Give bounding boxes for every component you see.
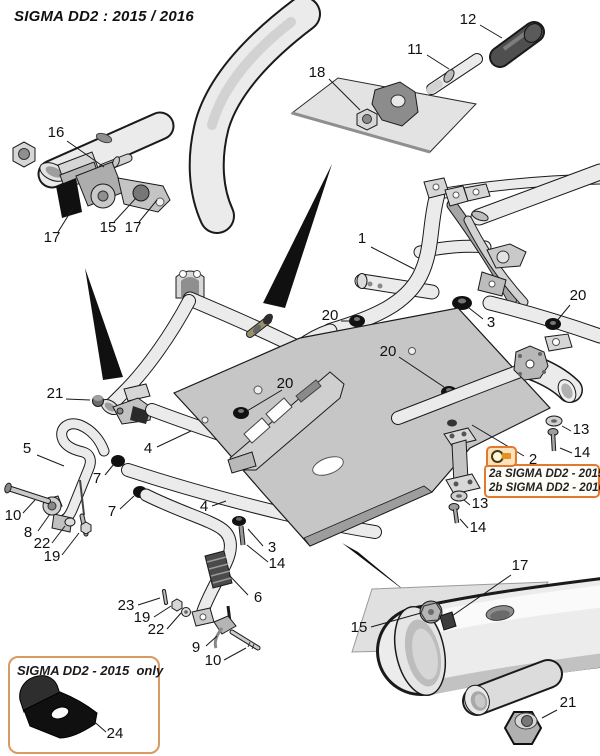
inset-rear-tube-detail (351, 577, 600, 745)
nut-16-detail (12, 141, 36, 168)
pointer-wedge-to-topleft-inset (85, 268, 123, 380)
callout-4-b: 4 (200, 498, 208, 515)
grommet-20-right (545, 318, 561, 330)
variant-2015-only-box: SIGMA DD2 - 2015 only (8, 656, 164, 754)
kingpin-bolt (246, 313, 273, 338)
callout-22-b: 22 (148, 621, 165, 638)
callout-15-a: 15 (100, 219, 117, 236)
washer-13-lower (450, 490, 468, 502)
pointer-wedge-to-bottomright-inset (342, 543, 410, 595)
washer-22-left (64, 517, 76, 527)
damper-block-6 (204, 550, 233, 589)
black-wedge-17-left (56, 178, 82, 218)
inset-floor-plate-fastener-detail (290, 21, 545, 154)
callout-13-b: 13 (472, 495, 489, 512)
pointer-wedge-to-topright-inset (263, 164, 332, 308)
callout-7-a: 7 (93, 470, 101, 487)
callout-24: 24 (107, 725, 124, 742)
nut-18 (356, 108, 378, 131)
callout-22-a: 22 (34, 535, 51, 552)
washer-13-upper (545, 415, 563, 427)
triangle-strut-plate (227, 371, 345, 474)
callout-17-b: 17 (125, 219, 142, 236)
callout-14-a: 14 (574, 444, 591, 461)
callout-14-c: 14 (269, 555, 286, 572)
grommet-20-on-rail (349, 315, 365, 327)
cam-bracket-18 (371, 81, 419, 127)
callouts: 12 11 18 16 17 15 17 1 20 3 20 20 20 21 … (5, 11, 591, 742)
callout-17-c: 17 (512, 557, 529, 574)
callout-11: 11 (407, 41, 423, 58)
orange-tag-icon (502, 453, 511, 459)
callout-20-d: 20 (277, 375, 294, 392)
variant-note-line-2015: 2a SIGMA DD2 - 2015 (489, 468, 600, 480)
pivot-pin-11 (426, 53, 483, 95)
bracket-15-detail (117, 177, 171, 213)
callout-7-b: 7 (108, 503, 116, 520)
nut-19-right (171, 598, 183, 612)
callout-19-b: 19 (134, 609, 151, 626)
callout-21-a: 21 (47, 385, 64, 402)
callout-9: 9 (192, 639, 200, 656)
magnifier-photo-icon (486, 446, 517, 467)
bolt-15-17-detail (419, 600, 457, 631)
end-cap-7-upper (111, 455, 125, 467)
inset-steering-mount-detail (12, 0, 321, 234)
pedal-and-linkage-group (4, 418, 147, 537)
bolt-3-14-lower (232, 516, 246, 546)
bolt-14-lower (448, 503, 460, 524)
callout-12: 12 (460, 11, 477, 28)
variant-note-line-2016: 2b SIGMA DD2 - 2016 (489, 482, 600, 494)
variant-note-box: 2a SIGMA DD2 - 2015 2b SIGMA DD2 - 2016 (484, 464, 600, 498)
callout-15-b: 15 (351, 619, 368, 636)
callout-13-a: 13 (573, 421, 590, 438)
callout-8: 8 (24, 524, 32, 541)
hardware-cluster (162, 589, 261, 651)
bracket-24-black (19, 675, 98, 739)
support-bracket-2 (443, 427, 481, 495)
bolt-14-upper (547, 428, 559, 452)
callout-4-a: 4 (144, 440, 152, 457)
callout-2: 2 (529, 451, 537, 468)
callout-18: 18 (309, 64, 326, 81)
grommet-3 (452, 296, 472, 310)
callout-16: 16 (48, 124, 65, 141)
steering-star-bracket (513, 345, 549, 381)
callout-5: 5 (23, 440, 31, 457)
nut-19-left (80, 521, 92, 535)
callout-20-c: 20 (380, 343, 397, 360)
variant-2015-only-label: SIGMA DD2 - 2015 only (17, 663, 164, 678)
callout-20-b: 20 (322, 307, 339, 324)
callout-14-b: 14 (470, 519, 487, 536)
callout-19-a: 19 (44, 548, 61, 565)
main-chassis-rear-section (322, 163, 600, 352)
floor-pan (172, 307, 551, 547)
nut-21-detail (503, 711, 543, 745)
callout-10-b: 10 (205, 652, 222, 669)
callout-23: 23 (118, 597, 135, 614)
grommet-20-pan-left (233, 407, 249, 419)
callout-21-b: 21 (560, 694, 577, 711)
brake-rod-9-10 (213, 605, 261, 651)
callout-10-a: 10 (5, 507, 22, 524)
callout-3-a: 3 (487, 314, 495, 331)
bolt-10-left (4, 482, 51, 504)
steering-support-tube (391, 354, 583, 425)
nut-21-front (92, 395, 104, 407)
callout-1: 1 (358, 230, 366, 247)
on-pan-parts (227, 345, 583, 524)
callout-20-a: 20 (570, 287, 587, 304)
callout-6: 6 (254, 589, 262, 606)
page-title: SIGMA DD2 : 2015 / 2016 (14, 8, 194, 25)
bushing-12 (489, 21, 545, 68)
callout-3-b: 3 (268, 539, 276, 556)
leader-lines (22, 24, 573, 733)
torsion-bar-group (139, 488, 246, 627)
callout-17-a: 17 (44, 229, 61, 246)
